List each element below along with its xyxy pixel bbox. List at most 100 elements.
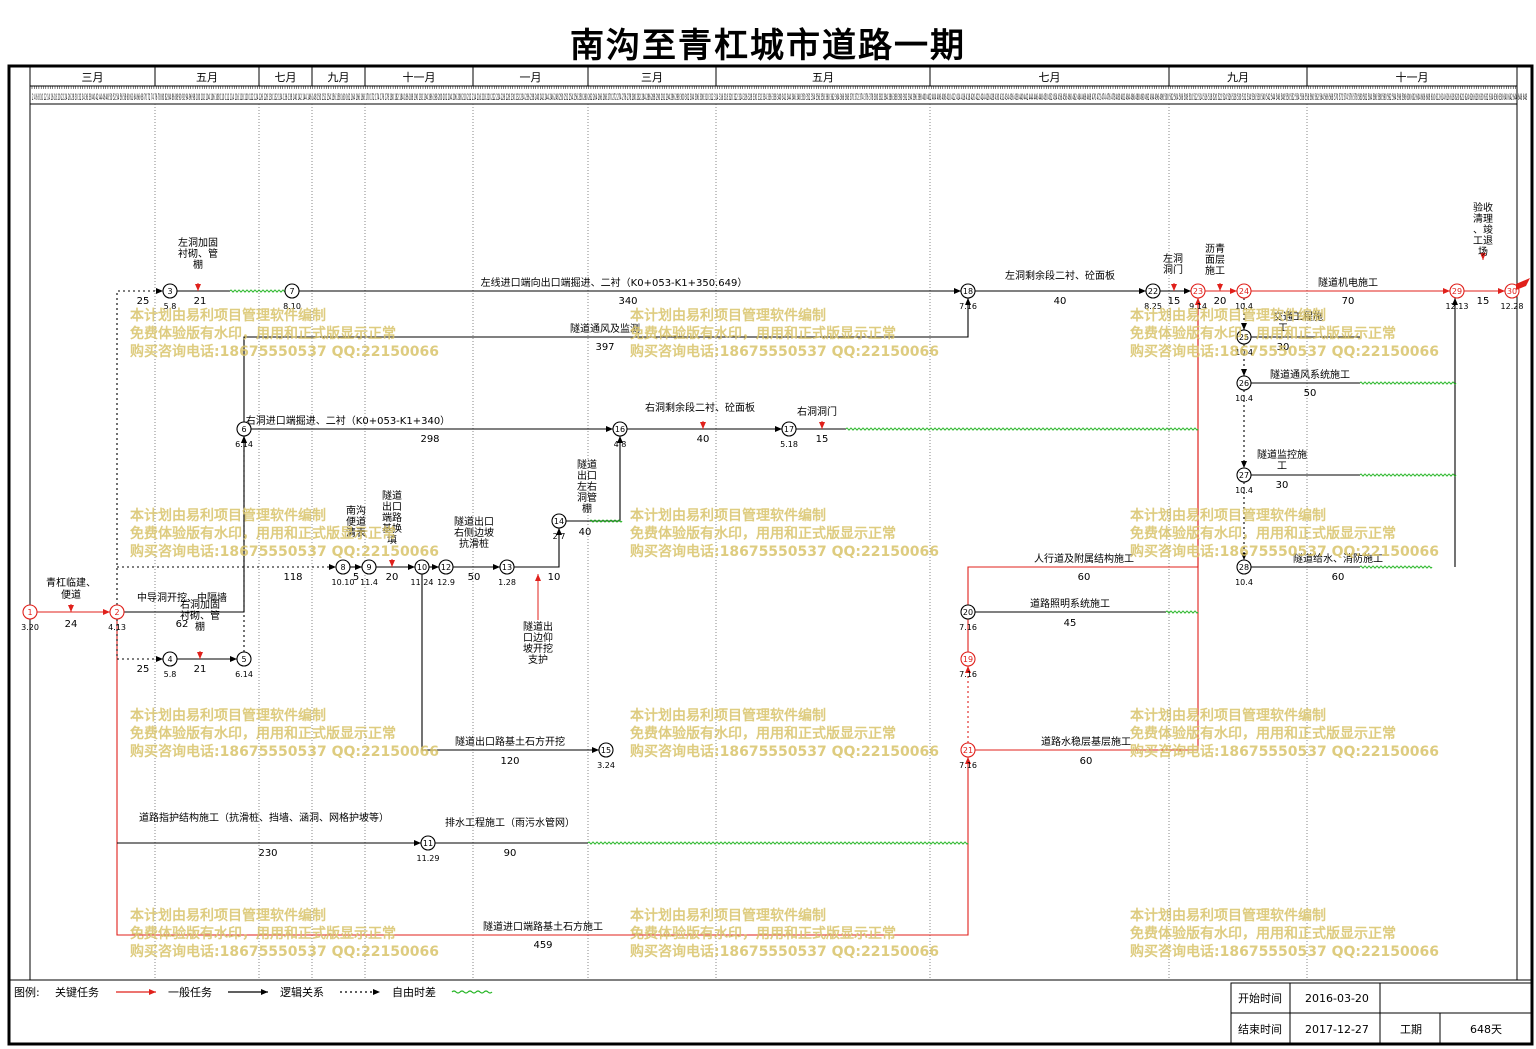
month-label-10: 九月 <box>1227 71 1249 84</box>
float-right-portal <box>845 427 1199 431</box>
event-node-date: 10.4 <box>1235 348 1253 357</box>
event-node-date: 6.14 <box>235 670 253 679</box>
label-exit-lining-line: 左右 <box>577 480 597 493</box>
event-node-date: 12.28 <box>1501 302 1524 311</box>
event-node-circle <box>551 513 567 529</box>
event-node-30: 30 12.28 <box>1501 283 1524 311</box>
days-right-portal: 15 <box>816 434 829 445</box>
label-base: 道路水稳层基层施工 <box>1041 735 1131 748</box>
event-node-circle <box>236 421 252 437</box>
legend-label: 图例: <box>14 985 40 999</box>
label-right-portal: 右洞洞门 <box>797 405 837 418</box>
days-left-rest: 40 <box>1054 296 1067 307</box>
chart-frame <box>7 64 1534 1046</box>
label-exit-road-line: 填 <box>387 533 397 546</box>
event-node-id: 12 <box>441 563 451 572</box>
label-exit-road-line: 基换 <box>382 522 402 535</box>
event-node-date: 2.7 <box>553 532 566 541</box>
float-lines <box>229 289 1457 845</box>
label-accept-line: 清理 <box>1473 212 1493 225</box>
float-exit-lining <box>589 519 623 523</box>
days-gap-25a: 25 <box>137 296 150 307</box>
label-light: 道路照明系统施工 <box>1030 597 1110 610</box>
event-node-circle <box>1504 283 1520 299</box>
days-right-rest: 40 <box>697 434 710 445</box>
label-traffic-2: 工 <box>1278 323 1288 334</box>
edge-zhongdao <box>124 436 247 613</box>
event-node-circle <box>781 421 797 437</box>
event-node-id: 21 <box>963 746 973 755</box>
event-node-id: 17 <box>784 425 794 434</box>
event-node-date: 12.13 <box>1446 302 1469 311</box>
label-qinggang-2: 便道 <box>61 588 81 601</box>
event-node-circle <box>162 651 178 667</box>
page-title: 南沟至青杠城市道路一期 <box>570 26 966 66</box>
event-node-date: 10.4 <box>1235 486 1253 495</box>
task-labels: 青杠临建、便道24隧道进口端路基土石方施工459人行道及附属结构施工60道路水稳… <box>46 201 1493 951</box>
event-node-circle <box>1449 283 1465 299</box>
event-node-16: 164.8 <box>612 421 628 449</box>
days-gap-25b: 25 <box>137 664 150 675</box>
event-node-date: 6.14 <box>235 440 253 449</box>
label-exit-right-side-line: 抗滑桩 <box>459 537 489 550</box>
event-node-15: 153.24 <box>597 742 615 770</box>
event-node-circle <box>284 283 300 299</box>
event-node-circle <box>1145 283 1161 299</box>
event-node-id: 29 <box>1452 287 1462 296</box>
label-right-rest: 右洞剩余段二衬、砼面板 <box>645 401 755 414</box>
month-axis: 三月五月七月九月十一月一月三月五月七月九月十一月 <box>82 66 1429 86</box>
event-node-id: 7 <box>289 287 294 296</box>
days-asphalt: 20 <box>1214 296 1227 307</box>
edge-exit-slope <box>514 528 562 568</box>
event-node-circle <box>1236 329 1252 345</box>
label-left-lining-line: 棚 <box>193 258 203 271</box>
label-vent-sys: 隧道通风系统施工 <box>1270 368 1350 381</box>
label-exit-right-side-line: 右侧边坡 <box>454 526 494 539</box>
event-node-date: 12.9 <box>437 578 455 587</box>
days-exit-slope: 10 <box>548 572 561 583</box>
label-left-exc: 左线进口端向出口端掘进、二衬（K0+053-K1+350.649） <box>481 276 748 289</box>
event-node-date: 1.28 <box>498 578 516 587</box>
event-node-circle <box>499 559 515 575</box>
label-accept-line: 验收 <box>1473 201 1493 214</box>
event-node-date: 11.29 <box>417 854 440 863</box>
label-right-lining-line: 衬砌、管 <box>180 609 220 622</box>
edge-base <box>975 298 1201 751</box>
gridlines <box>154 104 1308 980</box>
event-node-circle <box>438 559 454 575</box>
event-node-id: 3 <box>167 287 172 296</box>
label-left-rest: 左洞剩余段二衬、砼面板 <box>1005 269 1115 282</box>
event-node-circle <box>612 421 628 437</box>
label-walk: 人行道及附属结构施工 <box>1034 552 1134 565</box>
days-zhongdao: 62 <box>176 619 189 630</box>
event-node-id: 8 <box>340 563 345 572</box>
event-node-date: 3.24 <box>597 761 615 770</box>
label-exit-right-side-line: 隧道出口 <box>454 515 494 528</box>
days-water: 60 <box>1332 572 1345 583</box>
event-node-2: 24.13 <box>108 604 126 632</box>
label-zhongdao: 中导洞开挖、中隔墙 <box>137 591 227 604</box>
event-node-circle <box>361 559 377 575</box>
edge-2-4 <box>116 619 163 662</box>
days-exit-right-side: 50 <box>468 572 481 583</box>
event-node-1: 13.20 <box>21 604 39 632</box>
event-node-14: 142.7 <box>551 513 567 541</box>
label-left-lining-line: 左洞加固 <box>178 236 218 249</box>
label-vent: 隧道通风及监测 <box>570 322 640 335</box>
event-node-id: 30 <box>1507 287 1517 296</box>
label-exit-lining-line: 洞管 <box>577 491 597 504</box>
event-node-20: 207.16 <box>959 604 977 632</box>
legend-normal-text: 一般任务 <box>168 986 212 999</box>
event-node-date: 7.16 <box>959 761 977 770</box>
label-monitor-1: 隧道监控施 <box>1257 448 1307 461</box>
days-monitor: 30 <box>1276 480 1289 491</box>
event-node-id: 18 <box>963 287 973 296</box>
